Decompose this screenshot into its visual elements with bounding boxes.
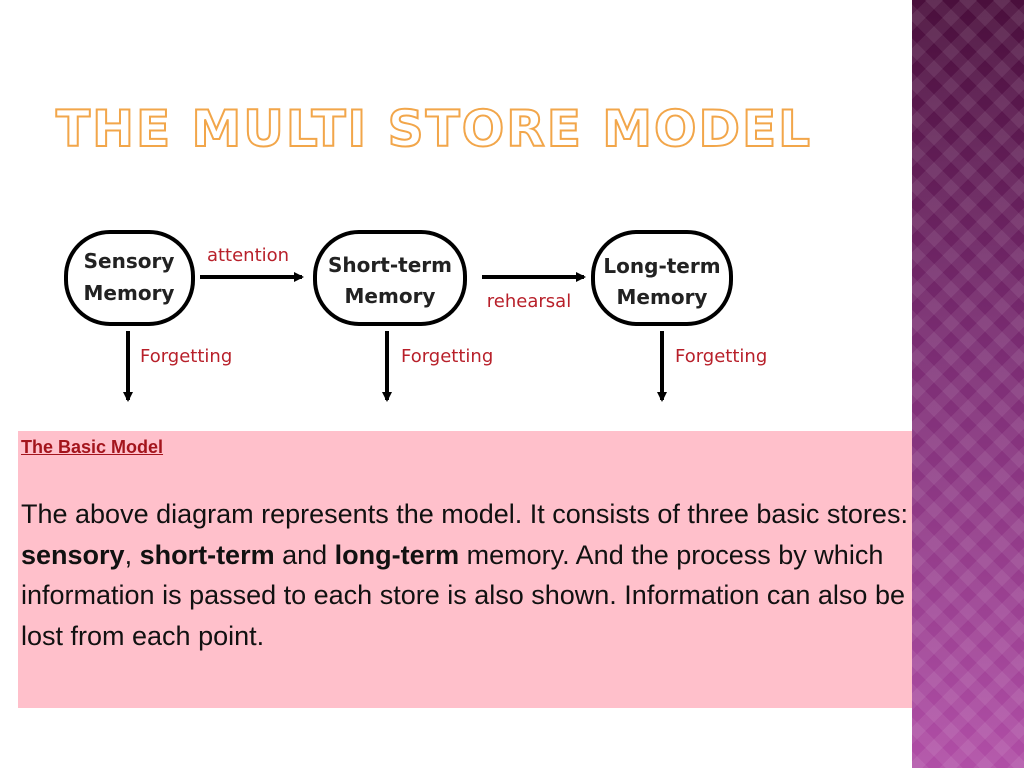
node-sensory-line1: Sensory [84, 249, 175, 273]
basic-model-box: The Basic Model The above diagram repres… [18, 431, 915, 708]
edge-label-rehearsal: rehearsal [487, 291, 571, 312]
node-long-term-memory: Long-term Memory [591, 230, 733, 326]
term-sensory: sensory [21, 539, 125, 570]
term-long-term: long-term [334, 539, 460, 570]
node-short-term-line1: Short-term [328, 253, 452, 277]
decorative-side-band [912, 0, 1024, 768]
paragraph-and: and [274, 539, 335, 570]
forgetting-label-short-term: Forgetting [401, 346, 493, 367]
node-short-term-line2: Memory [345, 284, 436, 308]
forgetting-label-long-term: Forgetting [675, 346, 767, 367]
basic-model-paragraph: The above diagram represents the model. … [21, 494, 909, 656]
edge-rehearsal: rehearsal [482, 272, 586, 312]
edge-label-attention: attention [207, 245, 289, 266]
node-sensory-memory: Sensory Memory [64, 230, 195, 326]
forgetting-sensory: Forgetting [123, 331, 232, 402]
node-short-term-memory: Short-term Memory [313, 230, 467, 326]
diagram-canvas: Sensory Memory Short-term Memory Long-te… [64, 230, 767, 402]
paragraph-part-1: The above diagram represents the model. … [21, 499, 908, 529]
node-long-term-line2: Memory [617, 285, 708, 309]
basic-model-heading: The Basic Model [21, 437, 164, 457]
term-short-term: short-term [139, 539, 275, 570]
multi-store-diagram: Sensory Memory Short-term Memory Long-te… [0, 215, 912, 415]
paragraph-comma: , [124, 539, 140, 570]
forgetting-long-term: Forgetting [657, 331, 767, 402]
forgetting-short-term: Forgetting [382, 331, 493, 402]
slide-title: THE MULTI STORE MODEL [55, 99, 813, 159]
node-long-term-line1: Long-term [603, 254, 720, 278]
paragraph-part-2: memory. And the process by which informa… [21, 539, 905, 651]
forgetting-label-sensory: Forgetting [140, 346, 232, 367]
edge-attention: attention [200, 245, 304, 282]
node-sensory-line2: Memory [84, 281, 175, 305]
